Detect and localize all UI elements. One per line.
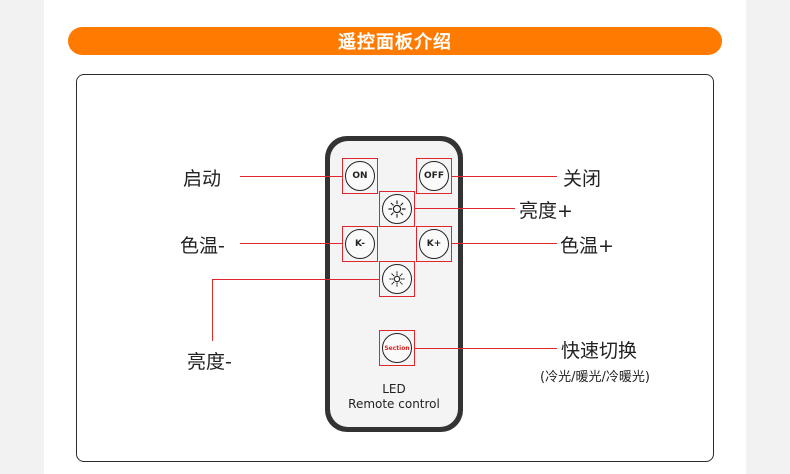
- section-button-label: Section: [384, 344, 410, 352]
- dim-sun-icon: [389, 271, 405, 287]
- banner-title: 遥控面板介绍: [338, 32, 452, 53]
- k-minus-label: K-: [355, 239, 365, 249]
- on-button-label: ON: [352, 171, 368, 181]
- k-minus-highlight-box: [342, 226, 378, 262]
- section-leader-line: [415, 348, 557, 349]
- off-button-label: OFF: [424, 171, 444, 181]
- k-plus-label: K+: [426, 239, 442, 249]
- on-highlight-box: [342, 158, 378, 194]
- color-temp-down-label: 色温-: [180, 235, 225, 257]
- brightness-down-button[interactable]: [382, 264, 412, 294]
- bright-sun-icon: [388, 200, 406, 218]
- off-button[interactable]: OFF: [419, 161, 449, 191]
- color-temp-down-button[interactable]: K-: [345, 229, 375, 259]
- color-temp-up-label: 色温+: [560, 235, 614, 257]
- fast-switch-detail: (冷光/暖光/冷暖光): [540, 370, 650, 385]
- bright-down-leader-h: [212, 279, 379, 280]
- start-label: 启动: [183, 168, 222, 190]
- bright-down-leader-v: [212, 279, 213, 341]
- close-label: 关闭: [563, 168, 602, 190]
- remote-brand-led: LED: [382, 382, 406, 396]
- brightness-up-button[interactable]: [382, 194, 412, 224]
- off-highlight-box: [416, 158, 452, 194]
- bright-down-highlight-box: [379, 261, 415, 297]
- section-highlight-box: [379, 330, 415, 366]
- on-button[interactable]: ON: [345, 161, 375, 191]
- fast-switch-label: 快速切换: [561, 340, 638, 362]
- remote-brand-text: Remote control: [348, 397, 440, 411]
- bright-down-label: 亮度-: [187, 351, 232, 373]
- bright-up-highlight-box: [379, 191, 415, 227]
- section-button[interactable]: Section: [382, 333, 412, 363]
- color-temp-up-button[interactable]: K+: [419, 229, 449, 259]
- bright-up-leader-line: [415, 208, 515, 209]
- k-minus-leader-line: [240, 243, 342, 244]
- bright-up-label: 亮度+: [519, 200, 573, 222]
- start-leader-line: [240, 176, 342, 177]
- k-plus-leader-line: [452, 243, 557, 244]
- k-plus-highlight-box: [416, 226, 452, 262]
- section-banner: 遥控面板介绍: [68, 27, 722, 55]
- close-leader-line: [452, 176, 557, 177]
